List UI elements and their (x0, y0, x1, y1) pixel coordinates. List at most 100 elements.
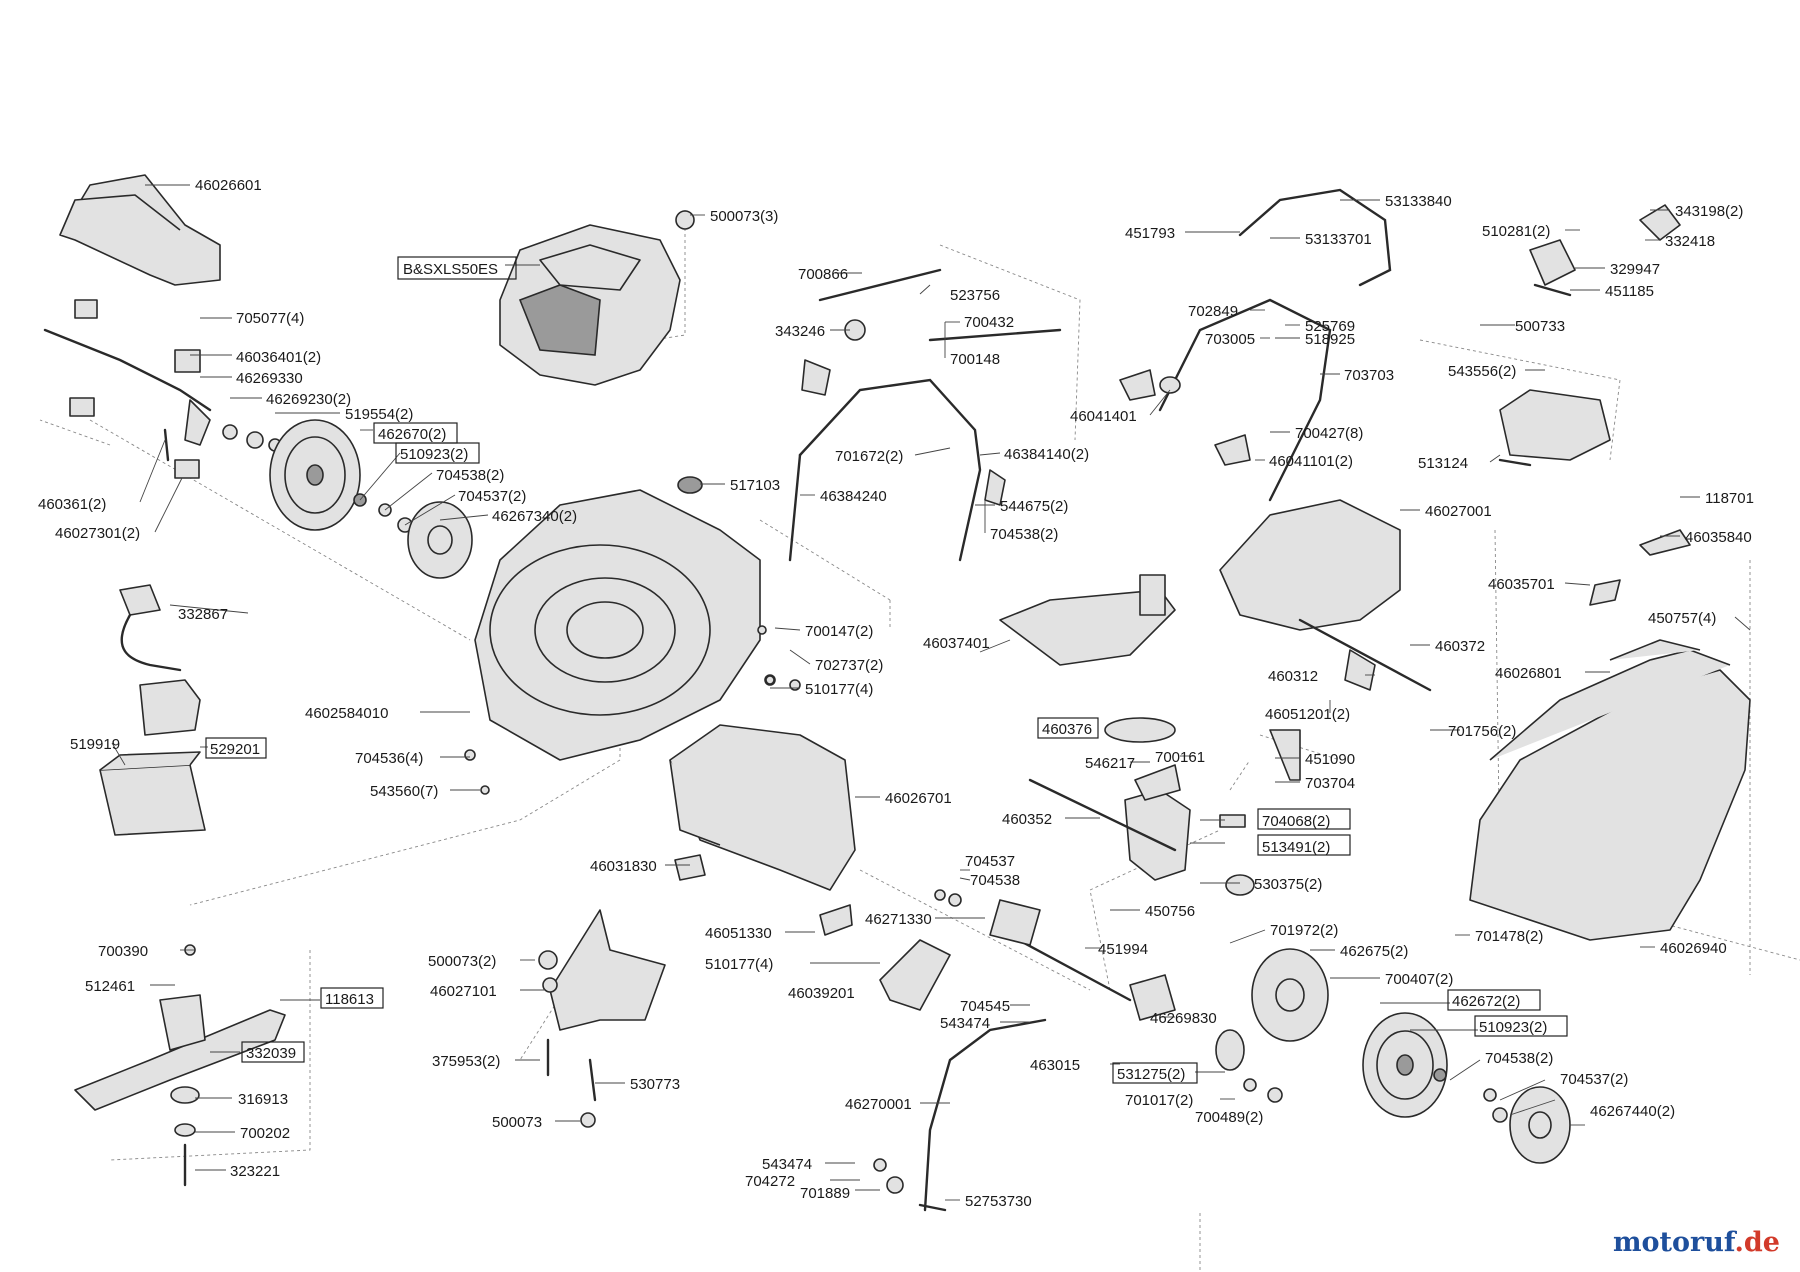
label-460312: 460312 (1268, 668, 1318, 685)
label-700147: 700147(2) (805, 623, 873, 640)
label-700390: 700390 (98, 943, 148, 960)
label-462675: 462675(2) (1340, 943, 1408, 960)
label-332418: 332418 (1665, 233, 1715, 250)
label-500073-2: 500073(2) (428, 953, 496, 970)
label-704537-c: 704537(2) (1560, 1071, 1628, 1088)
label-460372: 460372 (1435, 638, 1485, 655)
label-46384140: 46384140(2) (1004, 446, 1089, 463)
label-332039: 332039 (246, 1045, 296, 1062)
label-543556: 543556(2) (1448, 363, 1516, 380)
label-701478: 701478(2) (1475, 928, 1543, 945)
mulch-plug-shape (999, 589, 1176, 666)
watermark-main: motoruf (1612, 1227, 1735, 1258)
label-46041101: 46041101(2) (1269, 453, 1353, 470)
label-704068: 704068(2) (1262, 813, 1330, 830)
charger-shape (119, 584, 161, 616)
label-462672: 462672(2) (1452, 993, 1520, 1010)
label-323221: 323221 (230, 1163, 280, 1180)
label-546217: 546217 (1085, 755, 1135, 772)
upper-handle-shape (1158, 298, 1332, 502)
part-number-labels: 46026601 500073(3) B&SXLS50ES 705077(4) … (38, 177, 1754, 1210)
label-705077: 705077(4) (236, 310, 304, 327)
label-46051201: 46051201(2) (1265, 706, 1350, 723)
label-451090: 451090 (1305, 751, 1355, 768)
label-343198: 343198(2) (1675, 203, 1743, 220)
label-46041401: 46041401 (1070, 408, 1137, 425)
label-46269830: 46269830 (1150, 1010, 1217, 1027)
label-704538-a: 704538(2) (436, 467, 504, 484)
discharge-chute-shape (669, 724, 856, 891)
label-513491: 513491(2) (1262, 839, 1330, 856)
label-513124: 513124 (1418, 455, 1468, 472)
label-704538-b: 704538(2) (990, 526, 1058, 543)
label-46026601: 46026601 (195, 177, 262, 194)
label-703703: 703703 (1344, 367, 1394, 384)
label-531275: 531275(2) (1117, 1066, 1185, 1083)
label-46051330: 46051330 (705, 925, 772, 942)
label-517103: 517103 (730, 477, 780, 494)
label-343246: 343246 (775, 323, 825, 340)
label-316913: 316913 (238, 1091, 288, 1108)
label-332867: 332867 (178, 606, 228, 623)
part-drawings (43, 174, 1751, 1212)
label-523756: 523756 (950, 287, 1000, 304)
label-701972: 701972(2) (1270, 922, 1338, 939)
label-460376: 460376 (1042, 721, 1092, 738)
label-543560: 543560(7) (370, 783, 438, 800)
label-700161: 700161 (1155, 749, 1205, 766)
label-703005: 703005 (1205, 331, 1255, 348)
label-704537-a: 704537(2) (458, 488, 526, 505)
label-46027301: 46027301(2) (55, 525, 140, 542)
leader-lines (111, 184, 1751, 1201)
label-702849: 702849 (1188, 303, 1238, 320)
side-flap-shape (879, 939, 951, 1011)
drive-gearbox-shape (1124, 789, 1191, 881)
label-530773: 530773 (630, 1076, 680, 1093)
lower-handle-shape (798, 378, 982, 562)
height-lever-shape (923, 1018, 1047, 1212)
label-46267440: 46267440(2) (1590, 1103, 1675, 1120)
label-510923-a: 510923(2) (400, 446, 468, 463)
label-500733: 500733 (1515, 318, 1565, 335)
label-118613: 118613 (325, 991, 374, 1008)
label-46026701: 46026701 (885, 790, 952, 807)
label-bsxls50es: B&SXLS50ES (403, 261, 498, 278)
label-53133701: 53133701 (1305, 231, 1372, 248)
label-701672: 701672(2) (835, 448, 903, 465)
label-46270001: 46270001 (845, 1096, 912, 1113)
label-4602584010: 4602584010 (305, 705, 388, 722)
label-52753730: 52753730 (965, 1193, 1032, 1210)
label-53133840: 53133840 (1385, 193, 1452, 210)
label-118701: 118701 (1705, 490, 1754, 507)
label-46031830: 46031830 (590, 858, 657, 875)
label-700427: 700427(8) (1295, 425, 1363, 442)
label-375953: 375953(2) (432, 1053, 500, 1070)
label-510281: 510281(2) (1482, 223, 1550, 240)
label-519919: 519919 (70, 736, 120, 753)
label-519554: 519554(2) (345, 406, 413, 423)
label-700432: 700432 (964, 314, 1014, 331)
grass-catcher-shape (1469, 669, 1751, 941)
mower-blade-shape (74, 1009, 286, 1111)
label-543474-a: 543474 (940, 1015, 990, 1032)
label-704538-c: 704538 (970, 872, 1020, 889)
label-510177-a: 510177(4) (805, 681, 873, 698)
mulch-insert-shape (549, 909, 666, 1031)
label-46035701: 46035701 (1488, 576, 1555, 593)
label-510923-b: 510923(2) (1479, 1019, 1547, 1036)
label-46027101: 46027101 (430, 983, 497, 1000)
label-450757: 450757(4) (1648, 610, 1716, 627)
label-46027001: 46027001 (1425, 503, 1492, 520)
boxed-label-frames (205, 256, 1568, 1084)
label-525769: 525769 (1305, 318, 1355, 335)
height-adjust-rod-shape (43, 328, 212, 412)
label-543474-b: 543474 (762, 1156, 812, 1173)
label-700866: 700866 (798, 266, 848, 283)
battery-pack-shape (139, 679, 201, 736)
battery-box-shape (99, 764, 206, 836)
label-704538-d: 704538(2) (1485, 1050, 1553, 1067)
label-704272: 704272 (745, 1173, 795, 1190)
label-700489: 700489(2) (1195, 1109, 1263, 1126)
label-46036401: 46036401(2) (236, 349, 321, 366)
